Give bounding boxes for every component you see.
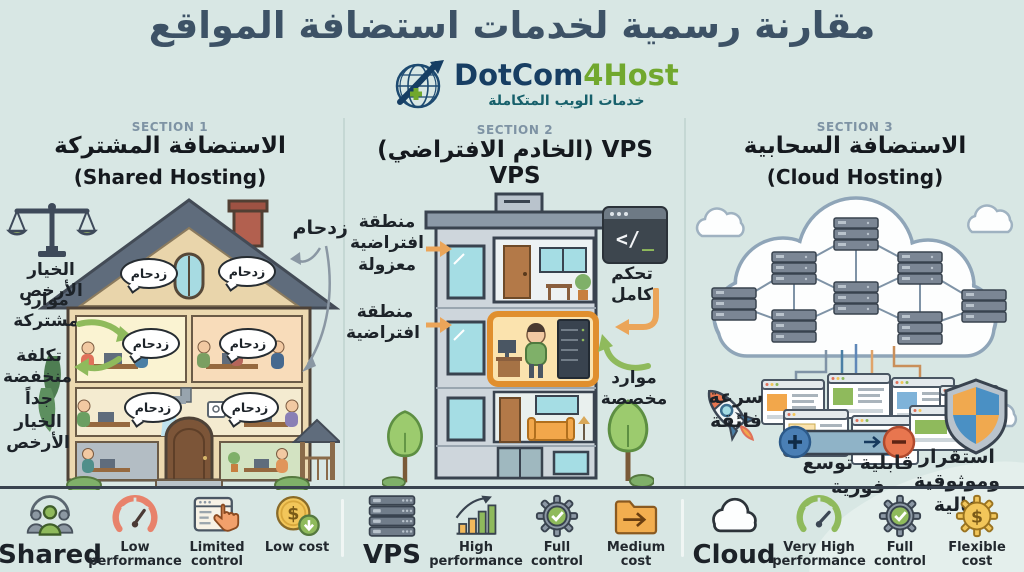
legend-label: Low performance <box>88 540 182 570</box>
legend-group-divider <box>681 499 684 557</box>
terminal-icon: </_ <box>602 206 668 264</box>
cloud-network-illustration <box>695 196 1018 465</box>
rocket-icon <box>707 389 758 442</box>
legend-name-vps: VPS <box>363 540 421 570</box>
svg-text:$: $ <box>971 508 983 528</box>
scalability-slider-icon <box>778 425 916 459</box>
label-full-control: تحكم كامل <box>611 264 653 306</box>
bar-chart-up-icon <box>453 492 499 540</box>
legend-label: Full control <box>531 540 583 570</box>
legend-group-shared: Shared Low performance <box>0 492 336 570</box>
gauge-high-icon <box>796 492 842 540</box>
crowding-bubble: زدحام <box>221 392 279 423</box>
crowding-bubble: زدحام <box>120 258 178 289</box>
legend-label: Limited control <box>189 540 245 570</box>
folder-arrow-icon <box>613 492 659 540</box>
label-virtual-zone: منطقة افتراضية <box>346 302 420 344</box>
scale-icon <box>6 203 98 257</box>
tree-icon <box>382 410 423 488</box>
crowding-bubble: زدحام <box>219 328 277 359</box>
legend-name-shared: Shared <box>0 540 102 570</box>
logo: DotCom4Host خدمات الويب المتكاملة <box>392 58 679 112</box>
people-group-icon <box>24 492 76 540</box>
legend-group-divider <box>341 499 344 557</box>
vps-building-illustration <box>424 192 608 480</box>
terminal-code: </_ <box>615 227 655 251</box>
brand-tagline: خدمات الويب المتكاملة <box>488 93 645 109</box>
gauge-low-icon <box>112 492 158 540</box>
section1-kicker: SECTION 1 <box>131 120 209 134</box>
shield-icon <box>944 378 1008 455</box>
legend-divider <box>0 486 1024 489</box>
orange-arrow-icon <box>426 317 452 333</box>
section3-subtitle: (Cloud Hosting) <box>766 165 944 189</box>
crowding-bubble: زدحام <box>124 392 182 423</box>
legend-group-vps: VPS High performance <box>350 492 676 570</box>
legend-label: Low cost <box>264 540 330 555</box>
label-shared-resources: موارد مشتركة <box>13 290 79 332</box>
gear-check-icon <box>877 492 923 540</box>
page-title: مقارنة رسمية لخدمات استضافة المواقع <box>148 4 876 47</box>
section2-title: VPS (الخادم الافتراضي) VPS <box>377 137 653 189</box>
label-cheapest-option-bottom: الخيار الأرخص <box>6 412 70 454</box>
orange-arrow-icon <box>426 241 452 257</box>
label-cheapest-option-top: الخيار الأرخص <box>19 260 83 302</box>
legend-label: Very High performance <box>772 540 866 570</box>
column-divider <box>684 118 686 486</box>
legend-name-cloud: Cloud <box>692 540 776 570</box>
section3-title: الاستضافة السحابية <box>743 133 967 159</box>
label-crowding-side: زدحام <box>292 217 348 239</box>
cloud-icon <box>707 492 761 540</box>
legend-label: High performance <box>429 540 523 570</box>
legend-group-cloud: Cloud Very High performance <box>692 492 1020 570</box>
coin-low-cost-icon: $ <box>274 492 320 540</box>
section3-kicker: SECTION 3 <box>816 120 894 134</box>
section2-kicker: SECTION 2 <box>476 123 554 137</box>
green-curved-arrow-icon <box>598 334 651 371</box>
section1-title: الاستضافة المشتركة <box>54 133 286 159</box>
label-super-speed: سرعة فائقة <box>708 386 764 432</box>
globe-logo-icon <box>395 60 444 109</box>
label-dedicated-resources: موارد مخصصة <box>600 368 668 410</box>
label-very-low-cost: تكلفة منخفضة جداً <box>2 346 72 409</box>
gear-dollar-icon: $ <box>954 492 1000 540</box>
orange-elbow-arrow-icon <box>615 288 659 335</box>
gear-check-icon <box>534 492 580 540</box>
section1-subtitle: (Shared Hosting) <box>73 165 267 189</box>
column-divider <box>343 118 345 486</box>
legend-label: Flexible cost <box>948 540 1006 570</box>
crowding-bubble: زدحام <box>218 256 276 287</box>
legend-label: Medium cost <box>606 540 666 570</box>
svg-text:$: $ <box>287 505 299 525</box>
label-isolated-virtual-zone: منطقة افتراضية معزولة <box>350 212 424 275</box>
crowding-bubble: زدحام <box>122 328 180 359</box>
tree-icon <box>607 399 654 486</box>
server-stack-icon <box>367 492 417 540</box>
terminal-titlebar <box>604 208 666 219</box>
brand-name: DotCom4Host <box>454 58 679 92</box>
legend-label: Full control <box>874 540 926 570</box>
window-pointer-icon <box>193 492 241 540</box>
green-arrow-icon <box>74 356 122 376</box>
gray-arrows-icon <box>290 245 331 372</box>
